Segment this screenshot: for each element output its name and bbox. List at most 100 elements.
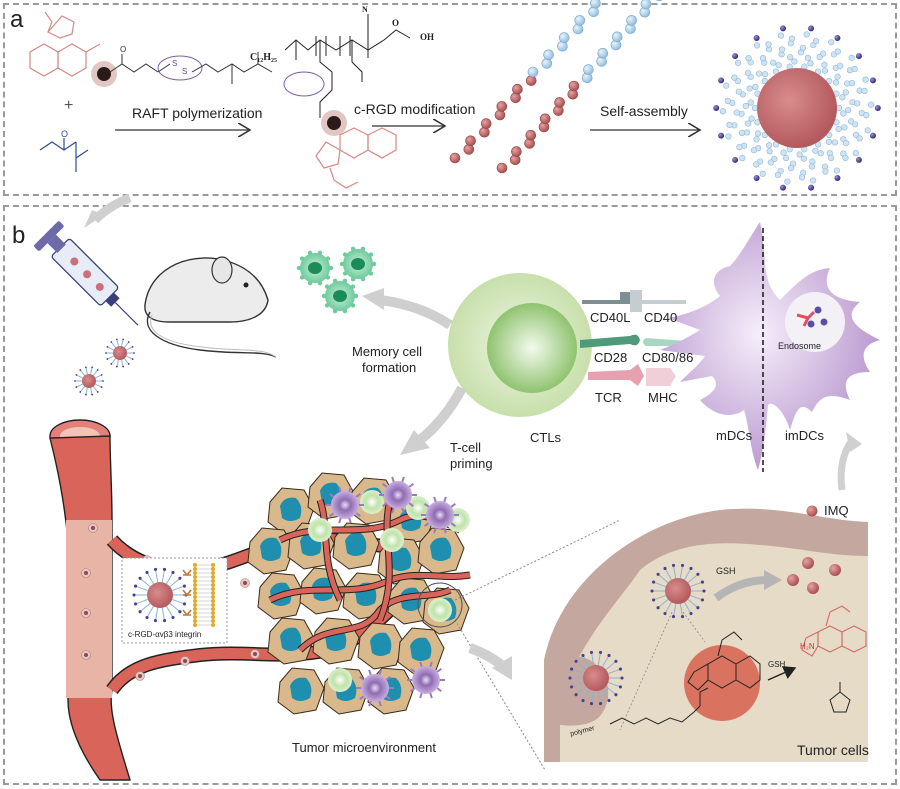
corona-bead [842,89,849,96]
polymer-bead [496,101,508,112]
dendritic-cell-small [421,496,459,534]
integrin-receptor [182,569,192,576]
corona-bead [759,170,766,177]
lipid-head [193,583,197,587]
tumor-cell [332,522,380,570]
lipid-head [193,587,197,591]
corona-bead [820,50,827,57]
crgd-end-group [855,53,862,60]
corona-bead [835,104,843,112]
nucleus [351,258,365,270]
corona-bead [854,100,861,107]
polymer-bead [494,109,506,121]
corona-bead [745,54,752,62]
crgd-end-group [874,105,881,111]
integrin-receptor [182,589,192,596]
corona-bead [800,155,807,162]
corona-bead [739,155,746,162]
lipid-head [211,583,215,587]
step-self-assembly-label: Self-assembly [600,103,688,119]
tumor-cell [267,617,315,665]
integrin-label: c-RGD-αvβ3 integrin [128,630,202,639]
panel-a-label: a [10,6,24,33]
corona-bead [852,121,859,128]
crgd-end-group [779,184,786,191]
s2: S [182,67,187,76]
gsh-release-arrowhead [764,570,782,590]
nanoparticle [568,650,624,706]
corona-bead [745,120,752,127]
polymer-bead [558,32,570,43]
lipid-head [193,615,197,619]
prodrug-zoom-circle [684,645,760,721]
corona-bead [750,147,757,154]
imq-monomer-structure [29,11,101,77]
t-cell [328,668,352,692]
corona-bead [787,165,795,172]
integrin-receptor [182,609,192,616]
tumor-cell [417,527,465,575]
polymer-bead [463,144,475,155]
released-imq [787,557,841,594]
corona-bead [774,171,782,179]
step-raft-label: RAFT polymerization [132,105,263,121]
corona-bead [788,35,796,42]
lipid-head [211,575,215,579]
corona-bead [833,167,840,174]
corona-bead [787,54,794,61]
lipid-head [211,571,215,575]
t-cell [360,490,384,514]
corona-bead [809,177,817,184]
corona-bead [747,99,754,106]
zoom-circle [417,582,463,628]
imq-pendant-structure [315,127,397,189]
corona-bead [742,102,749,110]
corona-bead [746,85,753,92]
corona-bead [725,133,732,140]
carbonyl-o: O [120,45,126,54]
lipid-head [211,591,215,595]
memory-label-line1: Memory cell [352,344,423,359]
corona-bead [751,104,759,112]
corona-bead [791,58,798,65]
corona-bead [719,108,726,115]
tumor-cell [267,487,315,535]
corona-bead [780,149,787,156]
corona-bead [835,125,842,133]
c12h25-label: C₁₂H₂₅ [250,52,277,63]
memory-cell [321,278,359,314]
carboxyl-o: O [392,18,399,28]
nh-site-icon-2 [327,116,341,130]
corona-bead [807,60,814,67]
corona-bead [832,79,840,86]
crgd-end-group [753,174,760,181]
polymer-bead [449,152,461,164]
lipid-head [193,611,197,615]
memory-arrowhead [362,288,384,310]
s1: S [172,59,177,68]
lipid-head [211,599,215,603]
oxathiolanone-structure [829,682,851,713]
polymer-bead [525,129,537,141]
cd8086-label: CD80/86 [642,350,694,365]
corona-bead [726,121,733,129]
cell-membrane-bilayer [182,563,215,627]
corona-bead [735,59,742,66]
corona-bead [723,82,730,89]
lipid-head [211,595,215,599]
crgd-end-group [869,77,876,84]
corona-bead [770,59,777,66]
nanoparticle [105,338,135,368]
crgd-end-group [718,77,725,84]
mdcs-label: mDCs [716,428,753,443]
crgd-end-group [869,132,876,139]
lipid-head [211,615,215,619]
t-cell [428,598,452,622]
mhc-label: MHC [648,390,678,405]
corona-bead [775,62,782,69]
corona-bead [831,139,838,146]
lipid-head [193,623,197,627]
diblock-copolymer-chains [449,0,663,174]
corona-bead [761,70,769,78]
disulfide-linker-structure [109,52,273,84]
